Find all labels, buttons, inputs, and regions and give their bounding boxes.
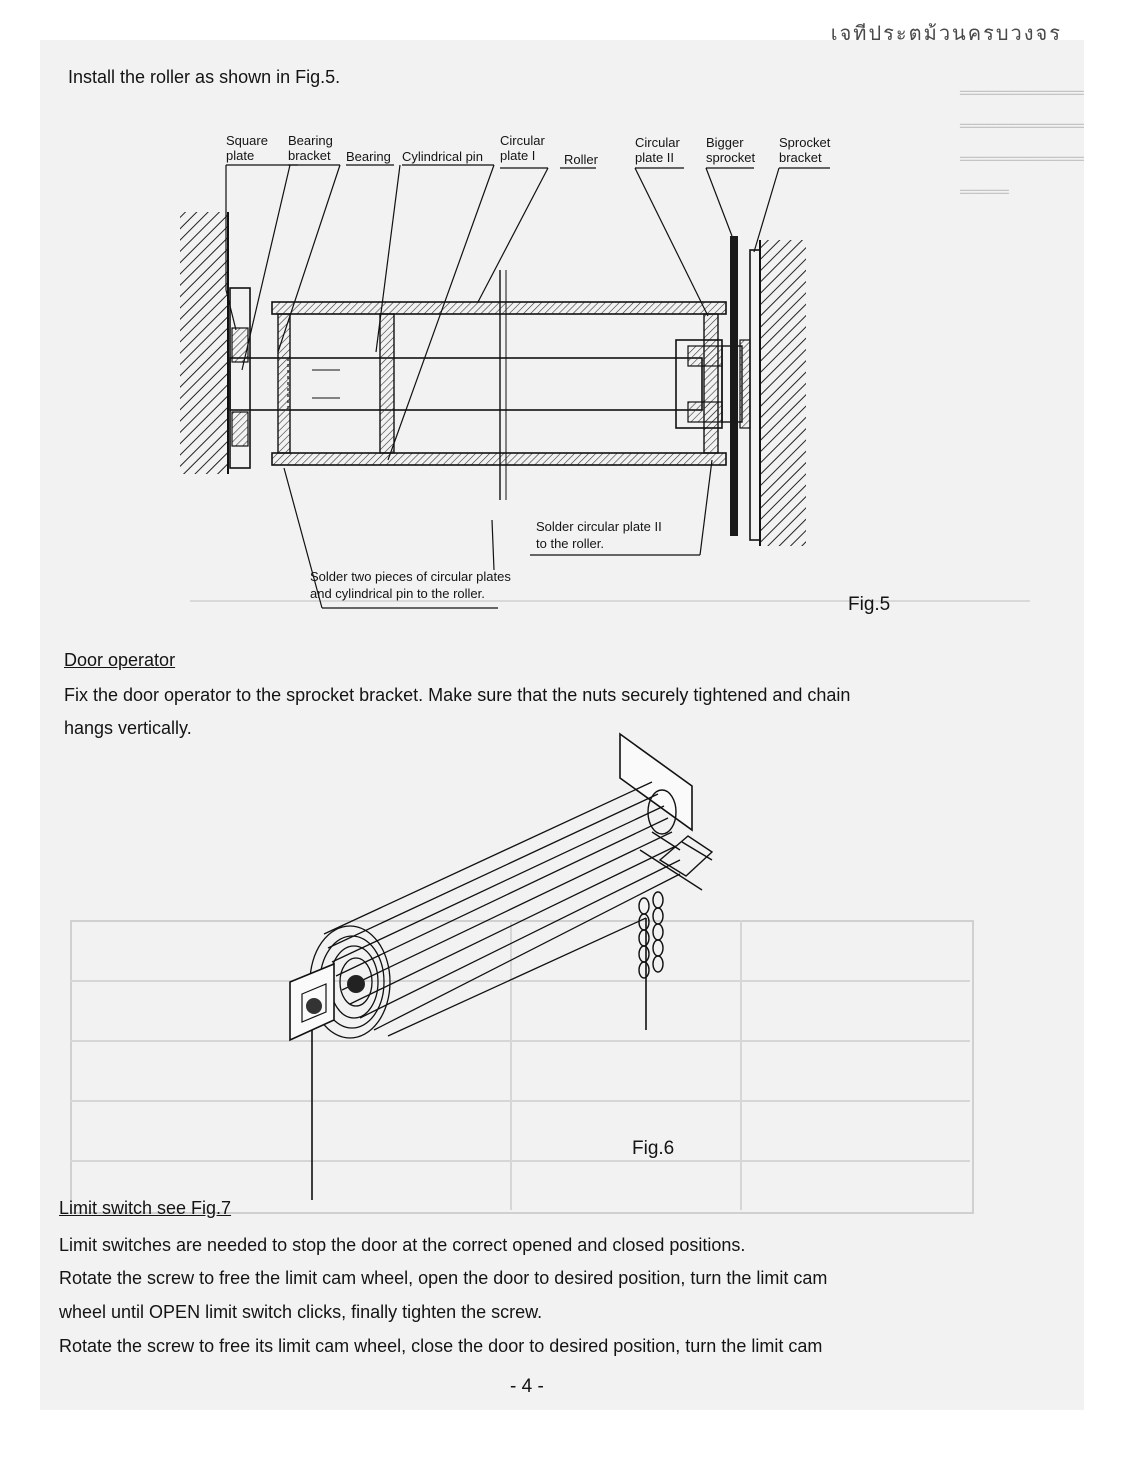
note-solder-plate-2: Solder circular plate II to the roller. bbox=[536, 519, 662, 551]
note-solder-two-plates: Solder two pieces of circular plates and… bbox=[310, 569, 511, 601]
limit-switch-line-2: Rotate the screw to free the limit cam w… bbox=[59, 1268, 828, 1288]
label-bearing: Bearing bbox=[346, 149, 391, 164]
label-sprocket-bracket: Sprocket bracket bbox=[779, 135, 831, 165]
door-operator-heading: Door operator bbox=[64, 650, 176, 670]
fig5-intro: Install the roller as shown in Fig.5. bbox=[68, 67, 341, 87]
limit-switch-line-3: wheel until OPEN limit switch clicks, fi… bbox=[59, 1302, 543, 1322]
label-cylindrical-pin: Cylindrical pin bbox=[402, 149, 483, 164]
limit-switch-line-1: Limit switches are needed to stop the do… bbox=[59, 1235, 746, 1255]
limit-switch-heading: Limit switch see Fig.7 bbox=[59, 1198, 232, 1218]
label-roller: Roller bbox=[564, 152, 598, 167]
label-circular-plate-2: Circular plate II bbox=[635, 135, 680, 165]
door-operator-line-2: hangs vertically. bbox=[64, 718, 192, 738]
manual-page: ═════════════ ═════════════ ════════════… bbox=[40, 40, 1084, 1410]
label-bigger-sprocket: Bigger sprocket bbox=[706, 135, 756, 165]
fig5-caption: Fig.5 bbox=[848, 594, 891, 615]
door-operator-line-1: Fix the door operator to the sprocket br… bbox=[64, 685, 851, 705]
page-number: - 4 - bbox=[510, 1376, 544, 1397]
label-square-plate: Square plate bbox=[226, 133, 268, 163]
limit-switch-line-4: Rotate the screw to free its limit cam w… bbox=[59, 1336, 823, 1356]
label-bearing-bracket: Bearing bracket bbox=[288, 133, 333, 163]
label-circular-plate-1: Circular plate I bbox=[500, 133, 545, 163]
fig6-roller-drawing bbox=[289, 732, 714, 1200]
fig6-caption: Fig.6 bbox=[632, 1138, 675, 1159]
watermark-shop-name: เจทีประตูม้วนครบวงจร bbox=[830, 23, 1062, 45]
fig5-roller-drawing bbox=[180, 164, 830, 609]
